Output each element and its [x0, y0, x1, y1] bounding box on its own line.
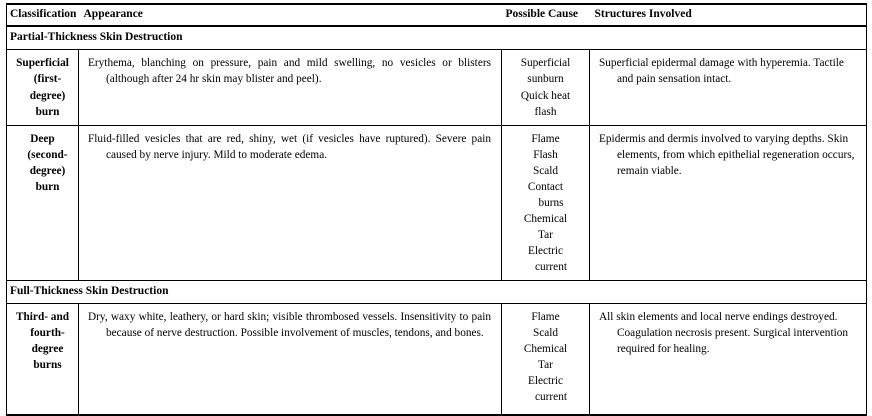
cell-structures-involved: Epidermis and dermis involved to varying… — [589, 125, 867, 281]
table-row: Deep (second- degree) burn Fluid-filled … — [6, 125, 867, 281]
classification-line: Superficial — [16, 57, 69, 70]
column-header-structures-involved: Structures Involved — [589, 2, 867, 28]
cause-line: flash — [534, 105, 557, 118]
cell-structures-involved: All skin elements and local nerve ending… — [589, 303, 867, 416]
appearance-text: Erythema, blanching on pressure, pain an… — [88, 55, 491, 87]
cause-line: Tar — [538, 228, 553, 241]
cause-line: Superficial — [520, 57, 571, 70]
cause-line: current — [535, 260, 567, 273]
structures-rest: Coagulation necrosis present. Surgical i… — [617, 327, 849, 356]
appearance-first-line: Erythema, blanching on pressure, pain an… — [88, 57, 491, 70]
cell-classification: Third- and fourth- degree burns — [6, 303, 79, 416]
appearance-rest: (although after 24 hr skin may blister a… — [106, 73, 322, 86]
cause-line: Quick heat — [520, 89, 571, 102]
classification-line: degree — [31, 343, 64, 356]
appearance-text: Fluid-filled vesicles that are red, shin… — [88, 131, 491, 163]
structures-text: Epidermis and dermis involved to varying… — [599, 131, 858, 179]
structures-first-line: Epidermis and dermis involved to varying… — [599, 132, 849, 145]
cell-classification: Deep (second- degree) burn — [6, 125, 79, 281]
table-header: Classification Appearance Possible Cause… — [6, 2, 867, 28]
cause-line: Flash — [533, 148, 558, 161]
cause-line: Flame — [531, 132, 560, 145]
cause-line: Scald — [532, 164, 559, 177]
burn-classification-table: Classification Appearance Possible Cause… — [6, 2, 867, 416]
section-label-full-thickness: Full-Thickness Skin Destruction — [6, 279, 867, 305]
appearance-rest: pain because of nerve destruction. Possi… — [106, 311, 491, 340]
table-row: Third- and fourth- degree burns Dry, wax… — [6, 303, 867, 416]
cause-line: Flame — [531, 311, 560, 324]
appearance-first-line: Dry, waxy white, leathery, or hard skin;… — [88, 311, 469, 324]
cause-line: Tar — [538, 359, 553, 372]
table-row: Superficial (first- degree) burn Erythem… — [6, 49, 867, 126]
classification-line: fourth- — [30, 327, 65, 340]
header-row: Classification Appearance Possible Cause… — [6, 2, 867, 28]
classification-line: (first- — [33, 73, 62, 86]
cause-line: Electric — [527, 375, 564, 388]
column-header-appearance: Appearance — [78, 2, 502, 28]
cell-appearance: Fluid-filled vesicles that are red, shin… — [78, 125, 502, 281]
section-header-row-full: Full-Thickness Skin Destruction — [6, 279, 867, 305]
appearance-text: Dry, waxy white, leathery, or hard skin;… — [88, 309, 491, 341]
classification-line: degree) — [29, 164, 66, 177]
cause-line: Contact — [527, 180, 564, 193]
cause-line: burns — [538, 196, 564, 209]
structures-rest: and pain sensation intact. — [617, 73, 732, 86]
cell-appearance: Erythema, blanching on pressure, pain an… — [78, 49, 502, 126]
cause-line: Chemical — [523, 212, 568, 225]
cell-possible-cause: Superficial sunburn Quick heat flash — [501, 49, 590, 126]
column-header-possible-cause: Possible Cause — [501, 2, 590, 28]
appearance-first-line: Fluid-filled vesicles that are red, shin… — [88, 132, 491, 145]
cell-structures-involved: Superficial epidermal damage with hypere… — [589, 49, 867, 126]
section-label-partial-thickness: Partial-Thickness Skin Destruction — [6, 26, 867, 51]
cause-line: Chemical — [523, 343, 568, 356]
structures-first-line: All skin elements and local nerve ending… — [599, 311, 838, 324]
column-header-classification: Classification — [6, 2, 79, 28]
structures-text: All skin elements and local nerve ending… — [599, 309, 858, 357]
classification-line: burn — [35, 105, 60, 118]
cause-line: current — [535, 391, 567, 404]
structures-text: Superficial epidermal damage with hypere… — [599, 55, 858, 87]
cause-line: Scald — [532, 327, 559, 340]
burn-classification-table-container: Classification Appearance Possible Cause… — [6, 2, 867, 416]
cell-possible-cause: Flame Scald Chemical Tar Electric curren… — [501, 303, 590, 416]
classification-line: (second- — [27, 148, 68, 161]
appearance-rest: caused by nerve injury. Mild to moderate… — [106, 148, 328, 161]
classification-line: burns — [33, 359, 62, 372]
section-header-row-partial: Partial-Thickness Skin Destruction — [6, 26, 867, 51]
cause-line: sunburn — [527, 73, 564, 86]
structures-rest: elements, from which epithelial regenera… — [617, 148, 855, 177]
table-body: Partial-Thickness Skin Destruction Super… — [6, 26, 867, 416]
cell-possible-cause: Flame Flash Scald Contact burns Chemical… — [501, 125, 590, 281]
classification-line: Third- and — [15, 311, 70, 324]
cause-line: Electric — [527, 244, 564, 257]
structures-first-line: Superficial epidermal damage with hypere… — [599, 57, 844, 70]
cell-classification: Superficial (first- degree) burn — [6, 49, 79, 126]
classification-line: degree) — [29, 89, 66, 102]
cell-appearance: Dry, waxy white, leathery, or hard skin;… — [78, 303, 502, 416]
classification-line: Deep — [30, 132, 55, 145]
classification-line: burn — [35, 180, 60, 193]
